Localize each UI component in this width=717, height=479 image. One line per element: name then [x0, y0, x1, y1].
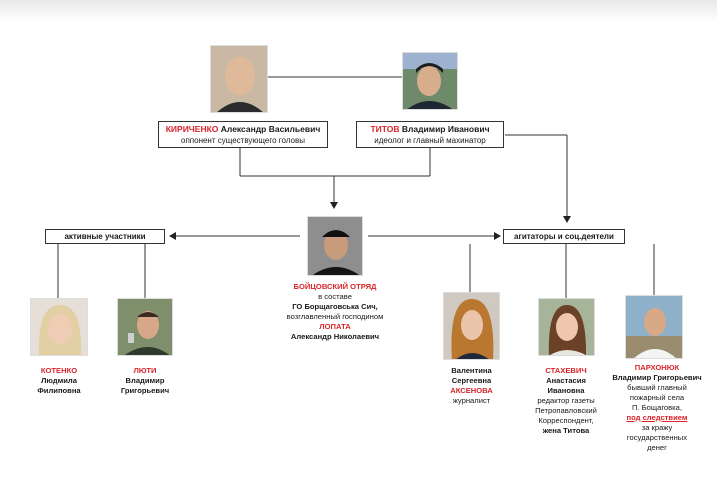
photo-center	[307, 216, 363, 276]
center-caption: БОЙЦОВСКИЙ ОТРЯД в составе ГО Борщаговсь…	[262, 282, 408, 342]
aksenova-role: журналист	[452, 396, 491, 405]
parkhoniuk-line4: под следствием	[626, 413, 688, 422]
stakhevich-role4: жена Титова	[542, 426, 590, 435]
liuti-patronymic: Григорьевич	[120, 386, 170, 395]
stakhevich-role3: Корреспондент,	[538, 416, 594, 425]
photo-aksenova	[443, 292, 500, 360]
center-line6: Александр Николаевич	[290, 332, 380, 341]
titov-surname: ТИТОВ	[370, 124, 400, 134]
aksenova-surname: АКСЕНОВА	[450, 386, 493, 395]
center-line2: в составе	[318, 292, 352, 301]
kotenko-patronymic: Филиповна	[37, 386, 81, 395]
photo-titov	[402, 52, 458, 110]
liuti-first: Владимир	[125, 376, 165, 385]
kotenko-caption: КОТЕНКО Людмила Филиповна	[14, 366, 104, 396]
stakhevich-patronymic: Ивановна	[547, 386, 585, 395]
photo-kirichenko	[210, 45, 268, 113]
stakhevich-role2: Петропавловский	[535, 406, 597, 415]
parkhoniuk-surname: ПАРХОНЮК	[634, 363, 680, 372]
titov-name: Владимир Иванович	[401, 124, 490, 134]
parkhoniuk-caption: ПАРХОНЮК Владимир Григорьевич бывший гла…	[604, 363, 710, 453]
parkhoniuk-line7: денег	[647, 443, 667, 452]
liuti-surname: ЛЮТИ	[133, 366, 157, 375]
liuti-caption: ЛЮТИ Владимир Григорьевич	[100, 366, 190, 396]
titov-box: ТИТОВ Владимир Иванович идеолог и главны…	[356, 121, 504, 148]
stakhevich-first: Анастасия	[546, 376, 586, 385]
kotenko-first: Людмила	[41, 376, 77, 385]
center-line1: БОЙЦОВСКИЙ ОТРЯД	[293, 282, 377, 291]
titov-name-line: ТИТОВ Владимир Иванович	[357, 123, 503, 135]
aksenova-caption: Валентина Сергеевна АКСЕНОВА журналист	[425, 366, 518, 406]
stakhevich-surname: СТАХЕВИЧ	[545, 366, 587, 375]
parkhoniuk-name: Владимир Григорьевич	[612, 373, 702, 382]
parkhoniuk-line2: пожарный села	[629, 393, 685, 402]
center-line5: ЛОПАТА	[319, 322, 351, 331]
center-line4: возглавленный господином	[286, 312, 384, 321]
center-line3: ГО Борщаговська Сич,	[292, 302, 378, 311]
aksenova-patronymic: Сергеевна	[451, 376, 492, 385]
parkhoniuk-line5: за кражу	[641, 423, 673, 432]
parkhoniuk-line1: бывший главный	[627, 383, 687, 392]
kotenko-surname: КОТЕНКО	[40, 366, 78, 375]
kirichenko-role: оппонент существующего головы	[181, 136, 305, 145]
photo-liuti	[117, 298, 173, 356]
group-left-label: активные участники	[45, 229, 165, 244]
photo-kotenko	[30, 298, 88, 356]
parkhoniuk-line6: государственных	[626, 433, 688, 442]
photo-parkhoniuk	[625, 295, 683, 359]
kirichenko-name-line: КИРИЧЕНКО Александр Васильевич	[159, 123, 327, 135]
parkhoniuk-line3: П. Бощаговка,	[631, 403, 683, 412]
titov-role: идеолог и главный махинатор	[374, 136, 486, 145]
stakhevich-role1: редактор газеты	[537, 396, 595, 405]
kirichenko-box: КИРИЧЕНКО Александр Васильевич оппонент …	[158, 121, 328, 148]
group-right-label: агитаторы и соц.деятели	[503, 229, 625, 244]
kirichenko-surname: КИРИЧЕНКО	[165, 124, 219, 134]
photo-stakhevich	[538, 298, 595, 356]
aksenova-first: Валентина	[451, 366, 492, 375]
stakhevich-caption: СТАХЕВИЧ Анастасия Ивановна редактор газ…	[518, 366, 614, 436]
kirichenko-name: Александр Васильевич	[220, 124, 321, 134]
